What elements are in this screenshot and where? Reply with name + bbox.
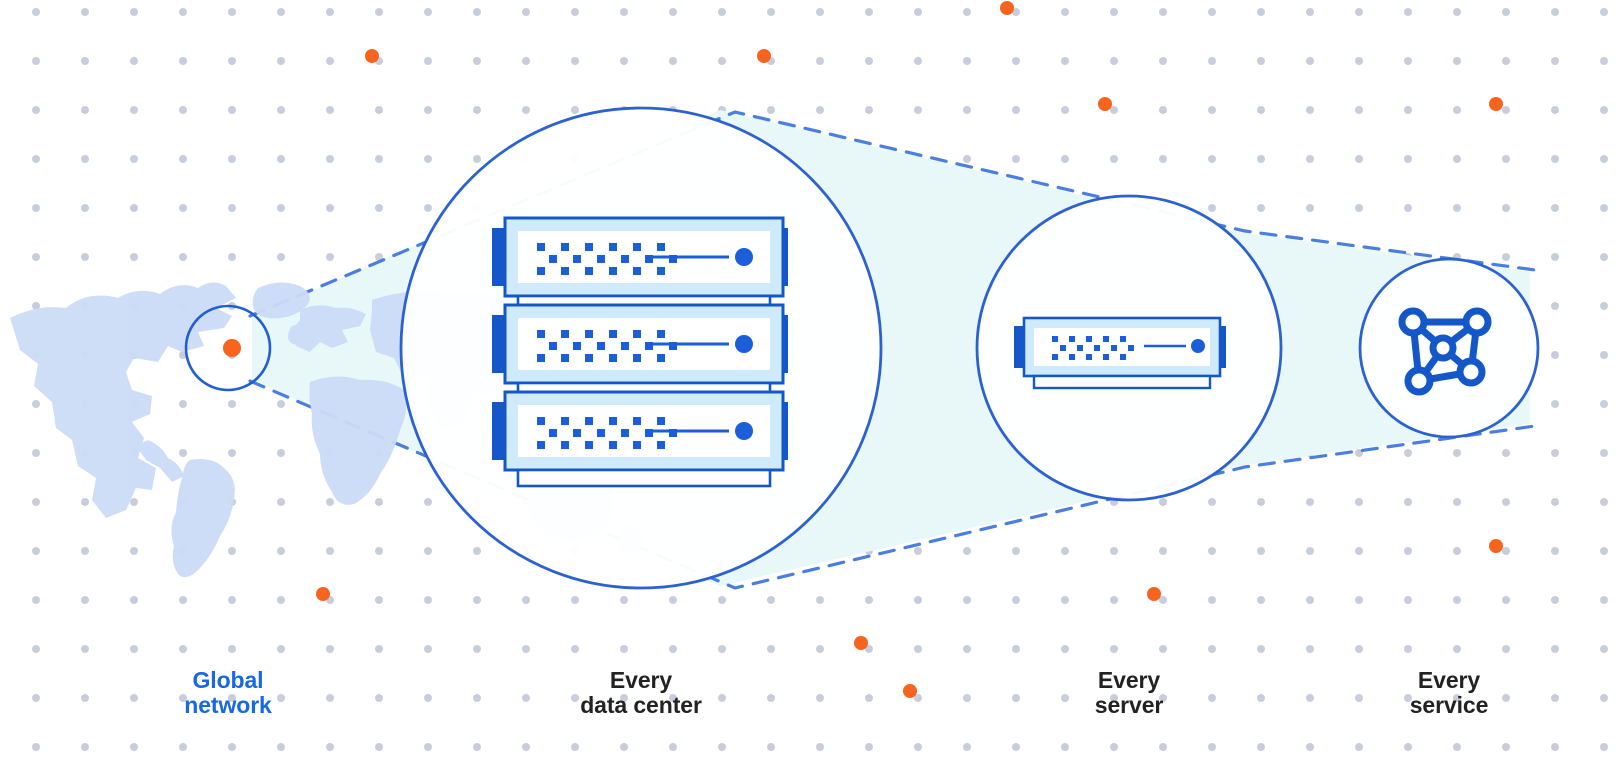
server-single-unit	[1014, 316, 1226, 378]
global-network-highlight-circle	[184, 304, 272, 392]
global-network-marker-dot	[223, 339, 241, 357]
graph-node-bottom-left	[1404, 366, 1434, 396]
orange-dots	[316, 1, 1503, 698]
label-every-data-center: Every data center	[580, 667, 702, 718]
label-every-service: Every service	[1409, 667, 1489, 718]
label-every-server: Every server	[1094, 667, 1164, 718]
label-global-network: Global network	[184, 667, 272, 718]
graph-node-center	[1429, 334, 1457, 362]
graph-node-top-left	[1398, 307, 1428, 337]
graph-node-bottom-right	[1456, 357, 1486, 387]
graph-node-top-right	[1462, 307, 1492, 337]
server-rack-base-rail	[516, 468, 772, 488]
server-unit-3	[492, 390, 788, 472]
server-single-base-rail	[1032, 374, 1212, 390]
server-unit-1	[492, 216, 788, 298]
